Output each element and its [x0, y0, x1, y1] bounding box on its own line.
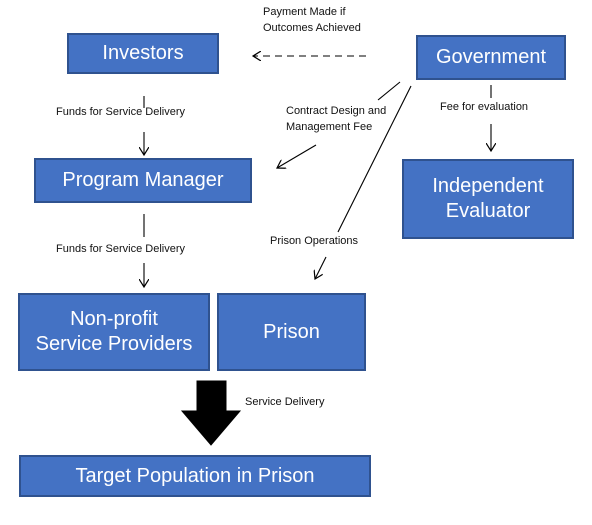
contract-label: Contract Design and Management Fee [286, 105, 387, 133]
funds-label-2: Funds for Service Delivery [56, 243, 185, 255]
government-box: Government [416, 35, 566, 80]
independent-evaluator-label: Independent Evaluator [432, 175, 544, 222]
nonprofit-label: Non-profit Service Providers [35, 308, 193, 355]
program-manager-box: Program Manager [34, 158, 252, 203]
government-label: Government [435, 46, 547, 68]
service-delivery-arrow [180, 380, 242, 446]
payment-label: Payment Made if Outcomes Achieved [263, 6, 361, 34]
prison-ops-label: Prison Operations [270, 235, 359, 247]
target-population-label: Target Population in Prison [75, 464, 315, 487]
prison-box: Prison [217, 293, 366, 371]
investors-label: Investors [102, 42, 184, 64]
target-population-box: Target Population in Prison [19, 455, 371, 497]
contract-arrow-a [377, 81, 401, 101]
program-manager-label: Program Manager [62, 169, 224, 191]
fee-eval-label: Fee for evaluation [440, 101, 529, 113]
investors-box: Investors [67, 33, 219, 74]
prison-label: Prison [263, 320, 320, 343]
independent-evaluator-box: Independent Evaluator [402, 159, 574, 239]
contract-arrow-b [277, 144, 317, 168]
prison-ops-arrow-b [315, 256, 327, 279]
funds-label-1: Funds for Service Delivery [56, 106, 185, 118]
prison-ops-arrow-a [337, 85, 412, 233]
nonprofit-box: Non-profit Service Providers [18, 293, 210, 371]
service-delivery-label: Service Delivery [245, 396, 325, 408]
